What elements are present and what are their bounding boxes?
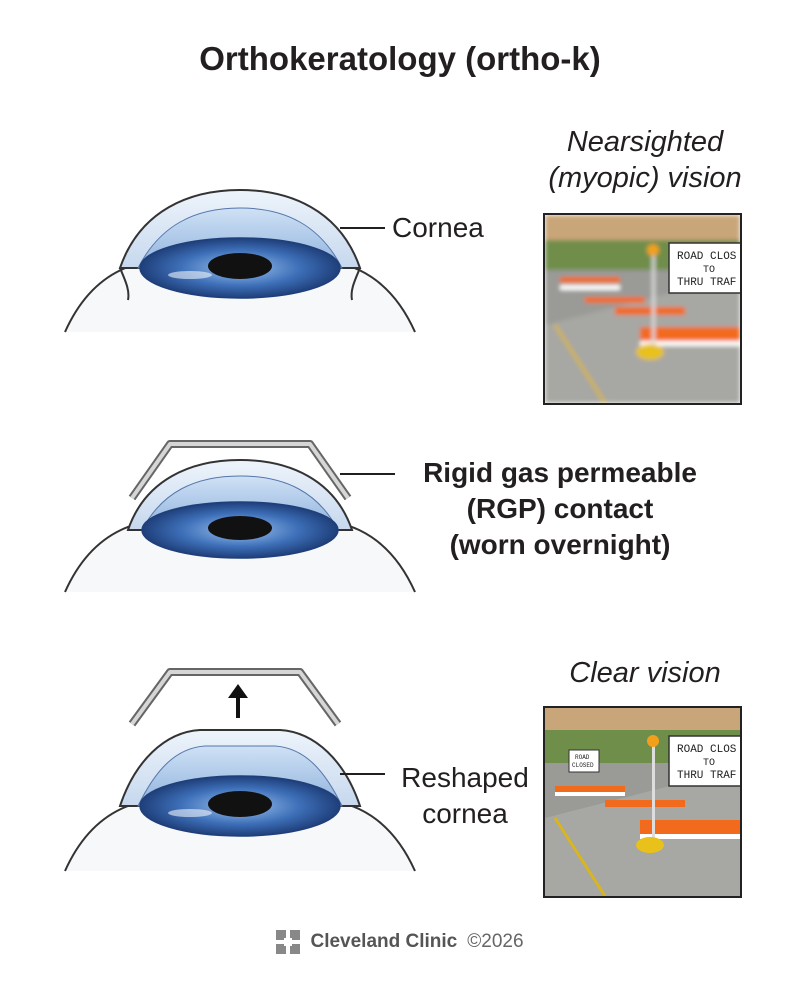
- small-sign-text-2: CLOSED: [572, 762, 594, 769]
- copyright: ©2026: [467, 931, 524, 952]
- eye-diagram-with-contact: [50, 440, 430, 600]
- sign-text-2: TO: [703, 758, 715, 769]
- brand-name: Cleveland Clinic: [310, 931, 458, 952]
- reshaped-cornea-label: Reshaped cornea: [401, 762, 529, 829]
- page-title: Orthokeratology (ortho-k): [199, 40, 601, 77]
- cornea-label: Cornea: [392, 212, 484, 243]
- rgp-contact-label: Rigid gas permeable (RGP) contact (worn …: [423, 457, 697, 560]
- myopic-vision-caption: Nearsighted (myopic) vision: [548, 126, 742, 194]
- eye-diagram-normal: [50, 180, 430, 340]
- sign-text-3: THRU TRAF: [677, 770, 736, 782]
- sign-text-1: ROAD CLOS: [677, 744, 737, 756]
- small-sign-text-1: ROAD: [575, 754, 590, 761]
- cleveland-clinic-logo-icon: [276, 930, 301, 954]
- blurry-road-photo: ROAD CLOS TO THRU TRAF: [543, 213, 742, 405]
- sign-text-1: ROAD CLOS: [677, 251, 737, 263]
- clear-vision-caption: Clear vision: [569, 657, 721, 689]
- footer: Cleveland Clinic ©2026: [0, 930, 800, 954]
- clear-road-photo: ROAD CLOSED ROAD CLOS TO THRU TRAF: [543, 706, 742, 898]
- eye-diagram-reshaped: [50, 666, 430, 876]
- sign-text-3: THRU TRAF: [677, 277, 736, 289]
- sign-text-2: TO: [703, 265, 715, 276]
